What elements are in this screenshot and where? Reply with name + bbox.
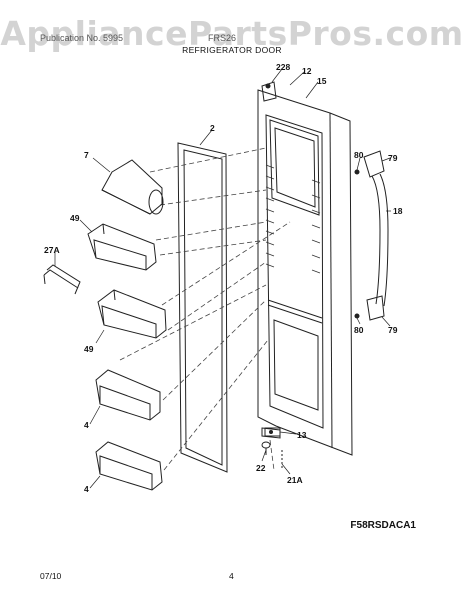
bin-handle bbox=[43, 264, 81, 295]
door-gasket bbox=[177, 142, 228, 473]
callout-4-upper: 4 bbox=[84, 420, 89, 430]
door-handle bbox=[354, 150, 389, 321]
callout-21a: 21A bbox=[287, 475, 303, 485]
callout-2: 2 bbox=[210, 123, 215, 133]
callout-18: 18 bbox=[393, 206, 403, 216]
callout-22: 22 bbox=[256, 463, 266, 473]
callout-4-lower: 4 bbox=[84, 484, 89, 494]
callout-27a: 27A bbox=[44, 245, 60, 255]
watermark: AppliancePartsPros.com bbox=[0, 14, 464, 53]
callout-80-upper: 80 bbox=[354, 150, 364, 160]
callout-49-upper: 49 bbox=[70, 213, 80, 223]
refrigerator-door bbox=[257, 81, 353, 456]
dispenser-cover bbox=[101, 159, 164, 215]
model-label: FRS26 bbox=[208, 33, 237, 43]
hinge-hardware bbox=[261, 427, 283, 470]
footer-page: 4 bbox=[229, 571, 234, 581]
footer-date: 07/10 bbox=[40, 571, 62, 581]
door-bin-upper bbox=[87, 223, 157, 271]
door-shelf-upper bbox=[95, 369, 161, 421]
publication-label: Publication No. 5995 bbox=[40, 33, 124, 43]
callout-49-lower: 49 bbox=[84, 344, 94, 354]
door-bin-lower bbox=[97, 289, 167, 339]
callout-12: 12 bbox=[302, 66, 312, 76]
callout-7: 7 bbox=[84, 150, 89, 160]
callout-228: 228 bbox=[276, 62, 290, 72]
callout-79-lower: 79 bbox=[388, 325, 398, 335]
placement-lines bbox=[119, 147, 291, 471]
door-shelf-lower bbox=[95, 441, 163, 491]
section-title: REFRIGERATOR DOOR bbox=[182, 45, 282, 55]
callout-15: 15 bbox=[317, 76, 327, 86]
callout-13: 13 bbox=[297, 430, 307, 440]
leader-lines bbox=[54, 68, 391, 489]
figure-code: F58RSDACA1 bbox=[350, 520, 416, 531]
callout-80-lower: 80 bbox=[354, 325, 364, 335]
callout-79-upper: 79 bbox=[388, 153, 398, 163]
